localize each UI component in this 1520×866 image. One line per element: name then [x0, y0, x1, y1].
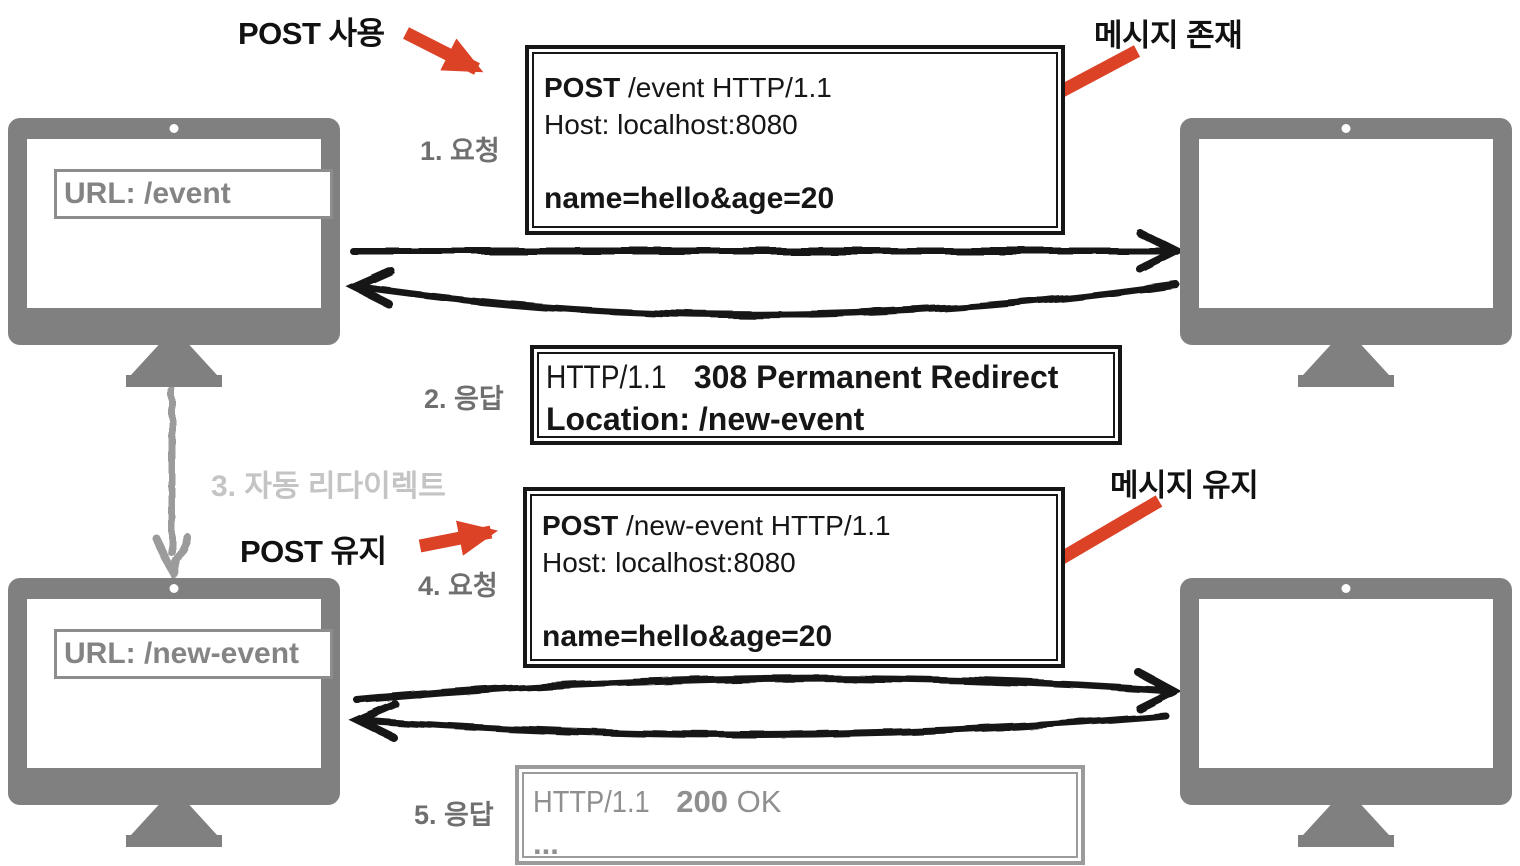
monitor-frame: URL: /event [8, 118, 340, 345]
response2-arrow [348, 700, 1170, 741]
camera-dot-icon [1341, 584, 1351, 593]
response-body-ellipsis: ... [533, 826, 559, 861]
location-header: Location: /new-event [546, 401, 865, 437]
host-header: Host: localhost:8080 [544, 109, 798, 140]
request1-message-box: POST /event HTTP/1.1 Host: localhost:808… [525, 45, 1065, 235]
camera-dot-icon [1341, 124, 1351, 133]
monitor-screen [1199, 139, 1493, 308]
status-line: HTTP/1.1 200 OK [533, 784, 782, 819]
monitor-screen: URL: /new-event [27, 599, 333, 768]
step2-response-label: 2. 응답 [424, 384, 504, 414]
request-body: name=hello&age=20 [544, 182, 835, 215]
url-bar: URL: /event [54, 169, 333, 219]
step5-response-label: 5. 응답 [414, 800, 494, 830]
step4-request-label: 4. 요청 [418, 571, 498, 601]
request2-arrow [353, 668, 1182, 712]
monitor-stand [1303, 345, 1389, 375]
post-usage-arrow [403, 27, 484, 75]
auto-redirect-arrow [152, 386, 192, 581]
response2-message-box: HTTP/1.1 200 OK ... [515, 765, 1085, 865]
server-monitor-top [1180, 118, 1512, 390]
response1-message-box: HTTP/1.1 308 Permanent Redirect Location… [530, 345, 1122, 445]
monitor-stand [131, 805, 217, 835]
monitor-frame [1180, 578, 1512, 805]
camera-dot-icon [169, 584, 179, 593]
monitor-base [126, 835, 222, 847]
server-monitor-bottom [1180, 578, 1512, 850]
client-monitor-before: URL: /event [8, 118, 340, 390]
monitor-base [1298, 375, 1394, 387]
post-keep-arrow [418, 520, 499, 556]
request-line: POST /event HTTP/1.1 [544, 72, 832, 103]
url-bar: URL: /new-event [54, 629, 333, 679]
monitor-base [1298, 835, 1394, 847]
response1-arrow [345, 267, 1180, 319]
status-line: HTTP/1.1 308 Permanent Redirect [546, 359, 1059, 395]
request-body: name=hello&age=20 [542, 620, 833, 653]
step1-request-label: 1. 요청 [420, 136, 500, 166]
camera-dot-icon [169, 124, 179, 133]
step3-auto-redirect-label: 3. 자동 리다이렉트 [211, 470, 446, 503]
monitor-stand [1303, 805, 1389, 835]
host-header: Host: localhost:8080 [542, 547, 796, 578]
request1-arrow [349, 229, 1185, 273]
client-monitor-after: URL: /new-event [8, 578, 340, 850]
monitor-frame [1180, 118, 1512, 345]
monitor-stand [131, 345, 217, 375]
monitor-screen: URL: /event [27, 139, 333, 308]
post-usage-annotation: POST 사용 [238, 16, 385, 51]
monitor-base [126, 375, 222, 387]
post-keep-annotation: POST 유지 [240, 534, 387, 569]
request-line: POST /new-event HTTP/1.1 [542, 510, 891, 541]
message-keep-annotation: 메시지 유지 [1110, 468, 1259, 503]
monitor-screen [1199, 599, 1493, 768]
request2-message-box: POST /new-event HTTP/1.1 Host: localhost… [523, 487, 1065, 668]
message-exists-annotation: 메시지 존재 [1094, 18, 1243, 53]
monitor-frame: URL: /new-event [8, 578, 340, 805]
